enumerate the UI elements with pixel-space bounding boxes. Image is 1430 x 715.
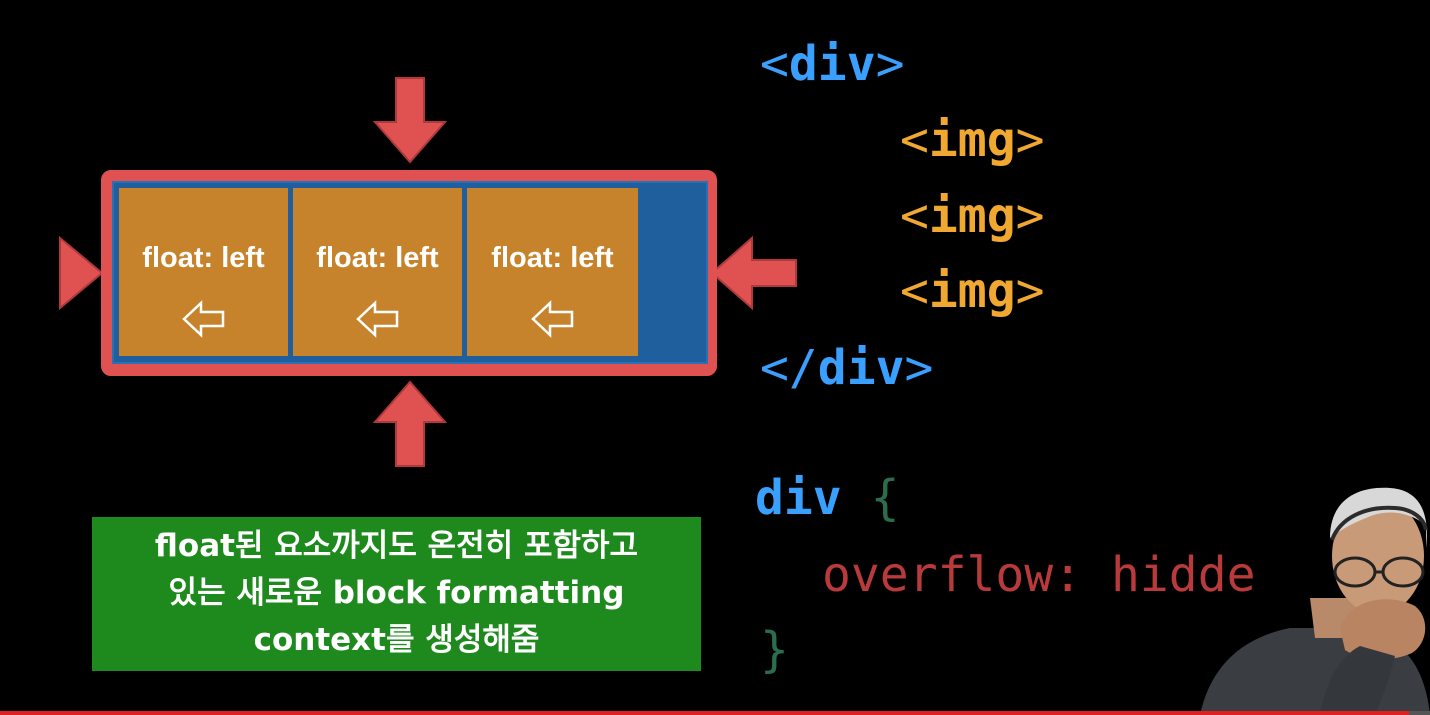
css-property: overflow: [822,547,1083,603]
code-line-img: <img> [900,112,1045,168]
video-progress-fill [0,711,1409,715]
code-punct: > [875,36,905,92]
code-punct: </ [760,340,818,396]
caption-line: 있는 새로운 block formatting [168,575,625,611]
css-value: hidde [1111,547,1256,603]
css-brace: } [760,622,789,678]
code-line-div-open: <div> [760,36,905,92]
video-progress-bar[interactable] [0,711,1430,715]
float-box-3: float: left [467,188,638,356]
css-declaration-line: overflow: hidde [822,547,1256,603]
code-punct: > [1015,263,1045,319]
float-label: float: left [316,242,439,274]
left-arrow-outline-icon [181,300,224,338]
code-tag: img [928,188,1016,244]
code-punct: < [900,263,929,319]
css-selector: div [755,470,842,526]
css-closing-line: } [760,622,789,678]
float-box-1: float: left [119,188,291,356]
float-label: float: left [491,242,614,274]
left-arrow-outline-icon [355,300,398,338]
down-arrow-icon [372,77,448,164]
code-line-img: <img> [900,263,1045,319]
presenter-avatar-icon [1200,487,1430,715]
float-label: float: left [142,242,265,274]
code-punct: < [760,36,789,92]
caption-line: context를 생성해줌 [253,622,540,658]
code-tag: img [928,263,1016,319]
code-punct: < [900,112,929,168]
code-tag: div [788,36,876,92]
code-punct: > [904,340,934,396]
caption-line: float된 요소까지도 온전히 포함하고 [154,528,639,564]
float-box-2: float: left [293,188,465,356]
css-selector-line: div { [755,470,900,526]
right-arrow-icon [59,236,104,310]
left-arrow-outline-icon [530,300,573,338]
code-punct: > [1015,112,1045,168]
up-arrow-icon [372,380,448,467]
code-punct: < [900,188,929,244]
caption-box: float된 요소까지도 온전히 포함하고 있는 새로운 block forma… [92,517,701,671]
code-tag: img [928,112,1016,168]
code-line-img: <img> [900,188,1045,244]
left-arrow-icon [710,235,797,311]
css-brace: { [870,470,900,526]
code-punct: > [1015,188,1045,244]
float-diagram: float: left float: left float: left [0,0,820,500]
code-line-div-close: </div> [760,340,933,396]
code-tag: div [817,340,905,396]
